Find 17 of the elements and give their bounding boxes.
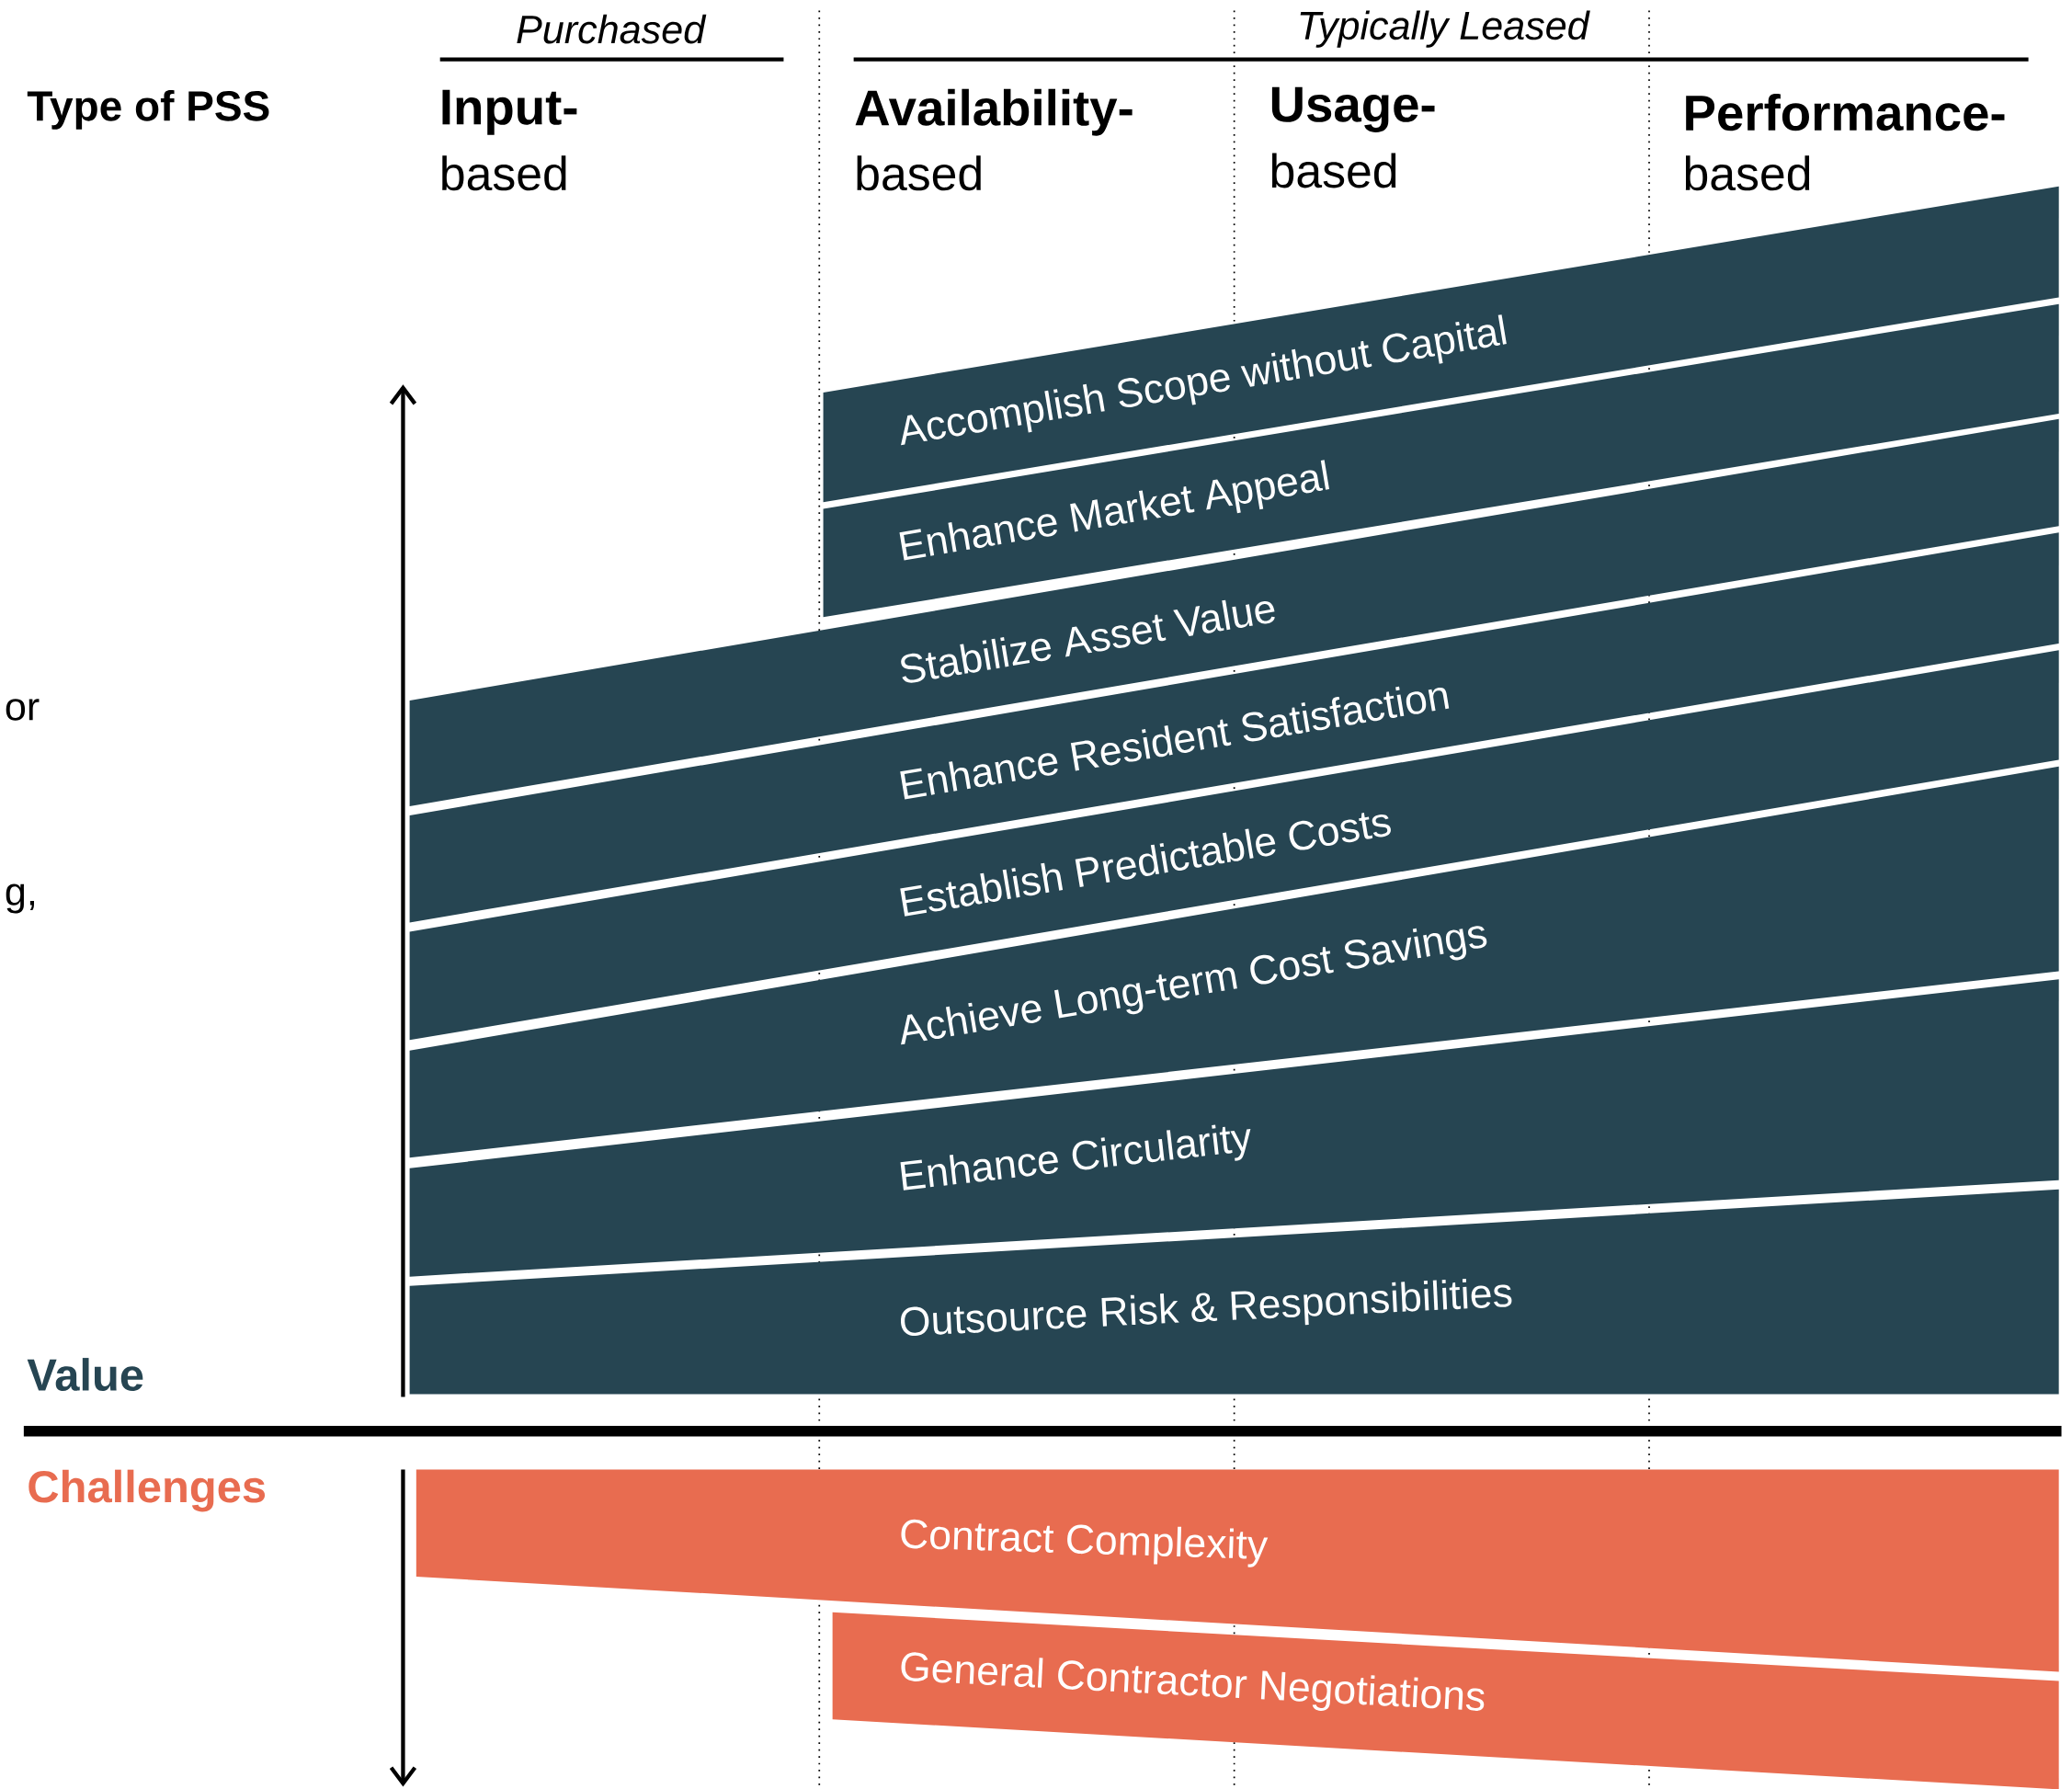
column-header: Usage-	[1271, 86, 1435, 132]
node-label: Contract Complexity	[901, 1519, 1269, 1567]
column-header: based	[1271, 153, 1396, 188]
node-label: Establish Predictable Costs	[900, 812, 1391, 917]
column-header: Availability-	[855, 88, 1133, 136]
group-heading: Purchased	[517, 14, 707, 44]
row-heading: Type of PSS	[27, 89, 269, 130]
challenges-heading: Challenges	[28, 1469, 266, 1512]
column-header: Performance-	[1686, 93, 2005, 131]
challenge-band: General Contractor Negotiations	[832, 1612, 2059, 1789]
column-header: Input-	[442, 89, 577, 135]
value-heading: Value	[27, 1357, 143, 1391]
cut-off-text: g,	[6, 883, 34, 914]
node-label: Outsource Risk & Responsibilities	[900, 1278, 1512, 1336]
cut-off-text: or	[6, 698, 40, 721]
group-heading: Typically Leased	[1300, 10, 1590, 48]
column-header: based	[442, 155, 566, 191]
